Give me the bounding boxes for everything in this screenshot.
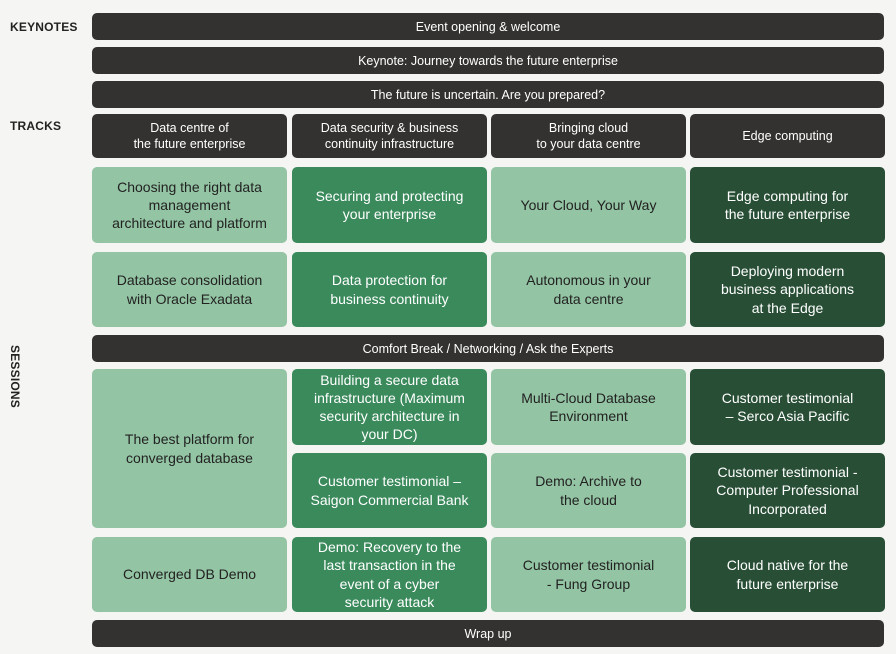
session-multi-cloud-database: Multi-Cloud Database Environment [491,369,686,445]
keynotes-label: KEYNOTES [10,20,78,34]
wrap-up-bar: Wrap up [92,620,884,647]
tracks-label: TRACKS [10,119,62,133]
session-testimonial-computer-professional: Customer testimonial - Computer Professi… [690,453,885,528]
session-testimonial-serco: Customer testimonial – Serco Asia Pacifi… [690,369,885,445]
keynote-event-opening: Event opening & welcome [92,13,884,40]
keynote-journey: Keynote: Journey towards the future ente… [92,47,884,74]
session-demo-recovery: Demo: Recovery to the last transaction i… [292,537,487,612]
session-testimonial-saigon-bank: Customer testimonial – Saigon Commercial… [292,453,487,528]
session-cloud-native: Cloud native for the future enterprise [690,537,885,612]
session-deploying-edge-apps: Deploying modern business applications a… [690,252,885,327]
session-testimonial-fung-group: Customer testimonial - Fung Group [491,537,686,612]
session-securing-enterprise: Securing and protecting your enterprise [292,167,487,243]
session-your-cloud-your-way: Your Cloud, Your Way [491,167,686,243]
track-bringing-cloud: Bringing cloud to your data centre [491,114,686,158]
comfort-break-bar: Comfort Break / Networking / Ask the Exp… [92,335,884,362]
session-converged-db-demo: Converged DB Demo [92,537,287,612]
keynote-future-uncertain: The future is uncertain. Are you prepare… [92,81,884,108]
session-best-platform-converged: The best platform for converged database [92,369,287,528]
session-edge-computing-future: Edge computing for the future enterprise [690,167,885,243]
session-autonomous-data-centre: Autonomous in your data centre [491,252,686,327]
session-database-consolidation: Database consolidation with Oracle Exada… [92,252,287,327]
session-data-protection: Data protection for business continuity [292,252,487,327]
session-demo-archive-cloud: Demo: Archive to the cloud [491,453,686,528]
track-data-centre: Data centre of the future enterprise [92,114,287,158]
track-edge-computing: Edge computing [690,114,885,158]
sessions-label: SESSIONS [8,345,22,408]
session-choosing-data-management: Choosing the right data management archi… [92,167,287,243]
session-secure-data-infrastructure: Building a secure data infrastructure (M… [292,369,487,445]
track-data-security: Data security & business continuity infr… [292,114,487,158]
